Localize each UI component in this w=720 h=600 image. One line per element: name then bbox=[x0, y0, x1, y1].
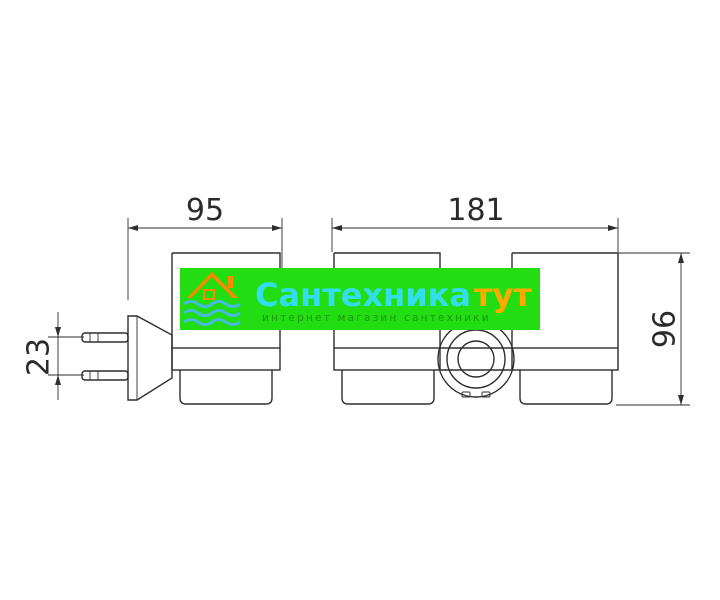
mounting-pin-top bbox=[81, 332, 129, 343]
watermark-subtitle: интернет магазин сантехники bbox=[262, 312, 491, 324]
dimension-height: 96 bbox=[616, 252, 690, 406]
house-logo-icon bbox=[183, 272, 241, 326]
dimension-label-95: 95 bbox=[186, 193, 224, 228]
dimension-width-double: 181 bbox=[331, 193, 619, 252]
dimension-label-96: 96 bbox=[648, 310, 683, 348]
ring-holder-right bbox=[511, 347, 619, 371]
cup-base-left bbox=[341, 370, 435, 405]
mounting-pin-bottom bbox=[81, 370, 129, 381]
ring-holder bbox=[171, 347, 281, 371]
cup-base-right bbox=[519, 370, 613, 405]
cup-base bbox=[179, 370, 273, 405]
dimension-label-23: 23 bbox=[22, 338, 57, 376]
dimension-label-181: 181 bbox=[447, 193, 504, 228]
watermark-banner: Сантехника тут интернет магазин сантехни… bbox=[180, 268, 540, 330]
wall-bracket bbox=[127, 315, 173, 401]
watermark-title-accent: тут bbox=[474, 276, 532, 314]
side-view-single-holder bbox=[81, 252, 281, 405]
dimension-pin-spacing: 23 bbox=[22, 312, 84, 400]
ring-holder-left bbox=[333, 347, 441, 371]
dimension-width-single: 95 bbox=[127, 193, 283, 300]
central-wall-mount bbox=[437, 320, 515, 398]
watermark-title-main: Сантехника bbox=[255, 276, 471, 314]
